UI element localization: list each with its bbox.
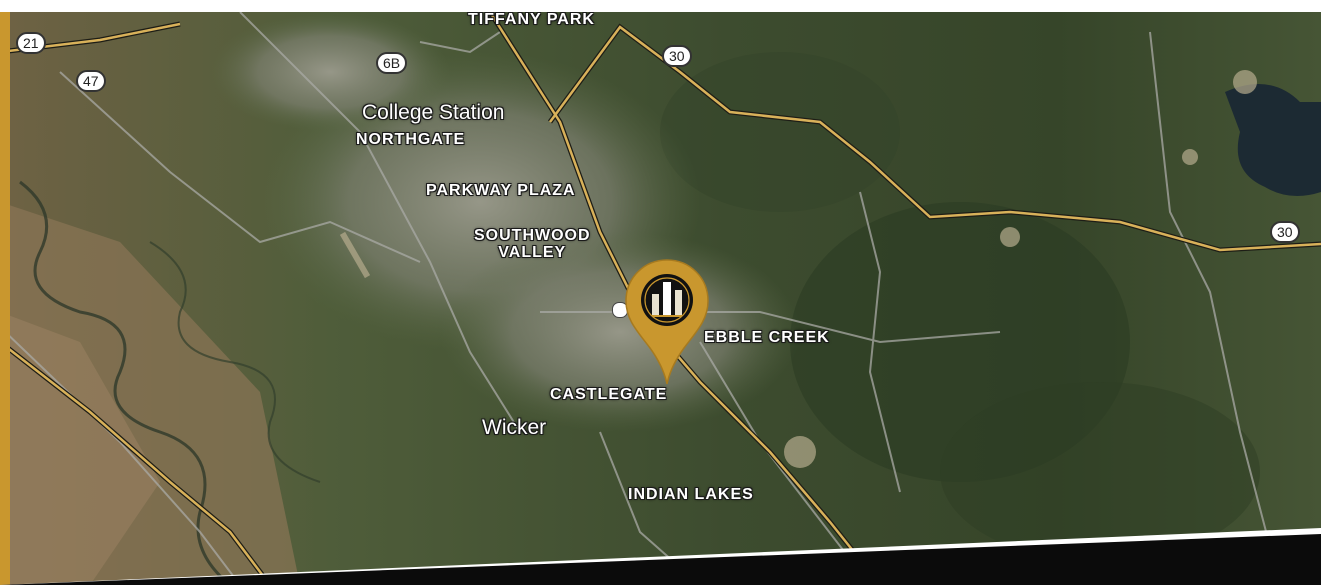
building-logo-icon [641,274,693,326]
place-label-southwood-valley: SOUTHWOOD VALLEY [474,227,591,262]
southwood-line-1: SOUTHWOOD [474,227,591,244]
route-shield-6b: 6B [376,52,408,74]
map-marker-pin[interactable] [624,258,710,386]
southwood-line-2: VALLEY [498,243,567,261]
place-label-tiffany-park: TIFFANY PARK [468,12,595,28]
place-label-pebble-creek: EBBLE CREEK [704,329,830,346]
place-label-wicker: Wicker [482,416,547,439]
route-shield-47: 47 [76,70,106,92]
place-label-northgate: NORTHGATE [356,131,466,148]
place-label-castlegate: CASTLEGATE [550,386,668,403]
route-shield-30-east: 30 [1270,221,1300,243]
place-label-college-station: College Station [362,101,505,124]
gold-accent-bar [0,12,10,585]
place-label-indian-lakes: INDIAN LAKES [628,486,754,503]
route-shield-21: 21 [16,32,46,54]
place-label-parkway-plaza: PARKWAY PLAZA [426,182,576,199]
route-shield-30-north: 30 [662,45,692,67]
